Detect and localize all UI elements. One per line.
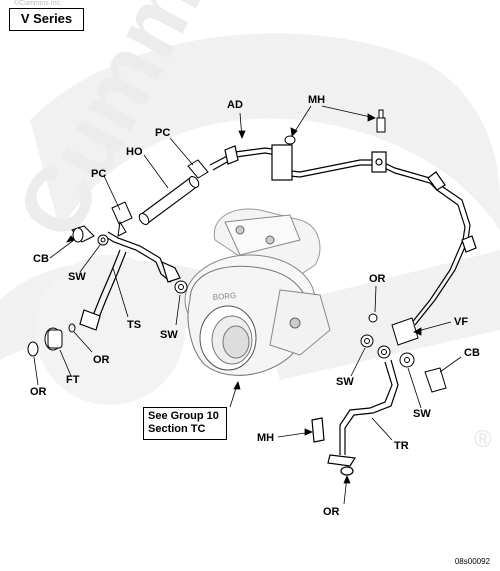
callout-cb-right: CB: [464, 347, 480, 359]
mounting-hardware-top: [284, 109, 386, 145]
callout-sw-right-mid: SW: [336, 376, 354, 388]
right-fasteners: [360, 313, 447, 393]
figure-id: 08s00092: [454, 557, 490, 566]
callout-pc-upper: PC: [155, 127, 171, 139]
copyright-notice: ©Cummins Inc.: [14, 0, 62, 7]
reference-line-1: See Group 10: [148, 410, 219, 422]
callout-mh-top: MH: [308, 94, 326, 106]
callout-ft: FT: [66, 374, 80, 386]
registered-mark: ®: [474, 426, 492, 453]
turbocharger-illustration: BORG: [184, 208, 331, 376]
callout-tr: TR: [394, 440, 409, 452]
callout-mh-bottom: MH: [257, 432, 275, 444]
oil-supply-tube: [209, 144, 477, 326]
callout-ad: AD: [227, 99, 243, 111]
reference-line-2: Section TC: [148, 423, 206, 435]
left-oil-tube: [79, 231, 181, 331]
left-fasteners: [27, 225, 188, 357]
svg-text:BORG: BORG: [212, 291, 236, 302]
callout-or-left: OR: [93, 354, 110, 366]
callout-vf: VF: [454, 316, 469, 328]
callout-sw-right: SW: [413, 408, 431, 420]
callout-sw-left: SW: [68, 271, 86, 283]
callout-sw-center: SW: [160, 329, 178, 341]
callout-cb-left: CB: [33, 253, 49, 265]
callout-or-right: OR: [369, 273, 386, 285]
callout-or-far-left: OR: [30, 386, 47, 398]
callout-or-bottom: OR: [323, 506, 340, 518]
series-title: V Series: [9, 8, 84, 31]
oil-drain-tube: [311, 359, 399, 476]
reference-note: See Group 10 Section TC: [143, 407, 227, 440]
callout-pc-left: PC: [91, 168, 107, 180]
leader-lines: [33, 105, 462, 505]
callout-ts: TS: [127, 319, 142, 331]
callout-ho: HO: [126, 146, 143, 158]
watermark-swoosh: [0, 33, 500, 405]
